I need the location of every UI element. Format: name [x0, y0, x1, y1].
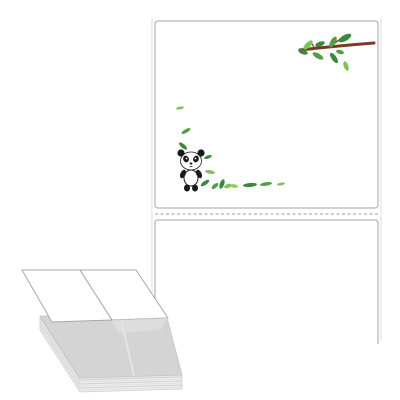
leaf-icon [181, 128, 191, 134]
panda-illustration [176, 106, 285, 192]
leaf-icon [219, 179, 225, 189]
leaf-icon [277, 182, 285, 186]
panda-nose [189, 162, 193, 165]
leaf-icon [230, 184, 238, 188]
panda-leg [184, 184, 190, 192]
panda-arm [195, 169, 203, 179]
leaf-icon [329, 52, 339, 64]
leaf-icon [336, 49, 344, 55]
leaf-icon [329, 36, 337, 48]
leaf-icon [176, 106, 184, 110]
fanfold-label-stack-icon [21, 269, 183, 393]
leaf-icon [338, 33, 352, 43]
leaf-icon [224, 183, 232, 189]
label-bottom [154, 219, 379, 344]
panda-ear [177, 149, 185, 157]
leaf-icon [178, 142, 188, 150]
leaf-icon [303, 40, 313, 50]
leaf-icon [315, 41, 325, 47]
leaf-icon [243, 182, 257, 188]
panda-body [183, 169, 199, 187]
leaf-icon [205, 170, 215, 174]
panda-leg [192, 184, 198, 192]
leaf-icon [200, 179, 210, 187]
leaf-icon [260, 182, 272, 186]
panda-arm [179, 169, 187, 179]
branch [298, 41, 376, 52]
leaf-icon [204, 154, 212, 160]
branch-illustration [298, 33, 376, 71]
panda-ear [197, 149, 205, 157]
leaf-icon [298, 49, 308, 55]
leaf-icon [211, 183, 219, 189]
panda-head [180, 151, 202, 171]
leaf-icon [343, 61, 349, 71]
label-top [154, 20, 379, 209]
leaf-icon [312, 52, 324, 60]
liner-edges [151, 18, 382, 340]
